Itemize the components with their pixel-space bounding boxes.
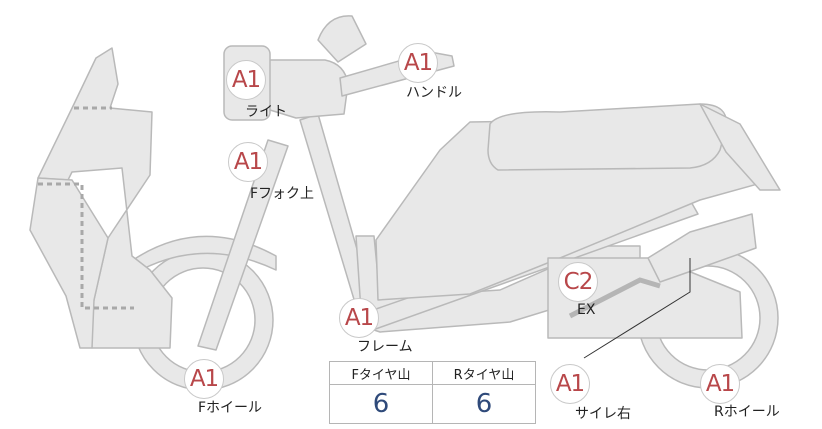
seat bbox=[487, 103, 728, 171]
rear-tire-header: Rタイヤ山 bbox=[432, 361, 536, 385]
tire-tread-table: Fタイヤ山 Rタイヤ山 6 6 bbox=[329, 361, 536, 424]
tail-cowl bbox=[699, 103, 781, 191]
grade-badge-muffler-right: A1 bbox=[550, 364, 590, 404]
grade-badge-handle: A1 bbox=[398, 43, 438, 83]
front-tire-header: Fタイヤ山 bbox=[329, 361, 433, 385]
grade-badge-ex: C2 bbox=[558, 262, 598, 302]
front-tire-value: 6 bbox=[329, 384, 433, 424]
seam-line-mid bbox=[38, 182, 134, 310]
rear-tire-value: 6 bbox=[432, 384, 536, 424]
grade-badge-frame: A1 bbox=[339, 298, 379, 338]
label-ex: EX bbox=[577, 302, 596, 318]
grade-badge-light: A1 bbox=[226, 60, 266, 100]
grade-badge-front-fork: A1 bbox=[228, 142, 268, 182]
tire-table-header-row: Fタイヤ山 Rタイヤ山 bbox=[329, 361, 536, 385]
leg-shield-lower bbox=[29, 177, 109, 349]
exhaust-pipe bbox=[568, 277, 661, 319]
label-frame: フレーム bbox=[357, 339, 413, 355]
label-handle: ハンドル bbox=[406, 85, 462, 101]
grade-badge-front-wheel: A1 bbox=[184, 359, 224, 399]
pointer-line-ex bbox=[583, 258, 691, 359]
muffler bbox=[647, 213, 757, 283]
tire-table-value-row: 6 6 bbox=[329, 384, 536, 424]
grade-badge-rear-wheel: A1 bbox=[700, 364, 740, 404]
label-rear-wheel: Rホイール bbox=[714, 404, 780, 420]
handle-cowl bbox=[259, 59, 349, 119]
front-fork bbox=[197, 139, 289, 351]
mirror bbox=[317, 15, 367, 63]
label-front-fork: Fフォク上 bbox=[250, 186, 315, 202]
label-light: ライト bbox=[245, 104, 287, 120]
label-front-wheel: Fホイール bbox=[198, 400, 263, 416]
label-muffler-right: サイレ右 bbox=[575, 406, 631, 422]
